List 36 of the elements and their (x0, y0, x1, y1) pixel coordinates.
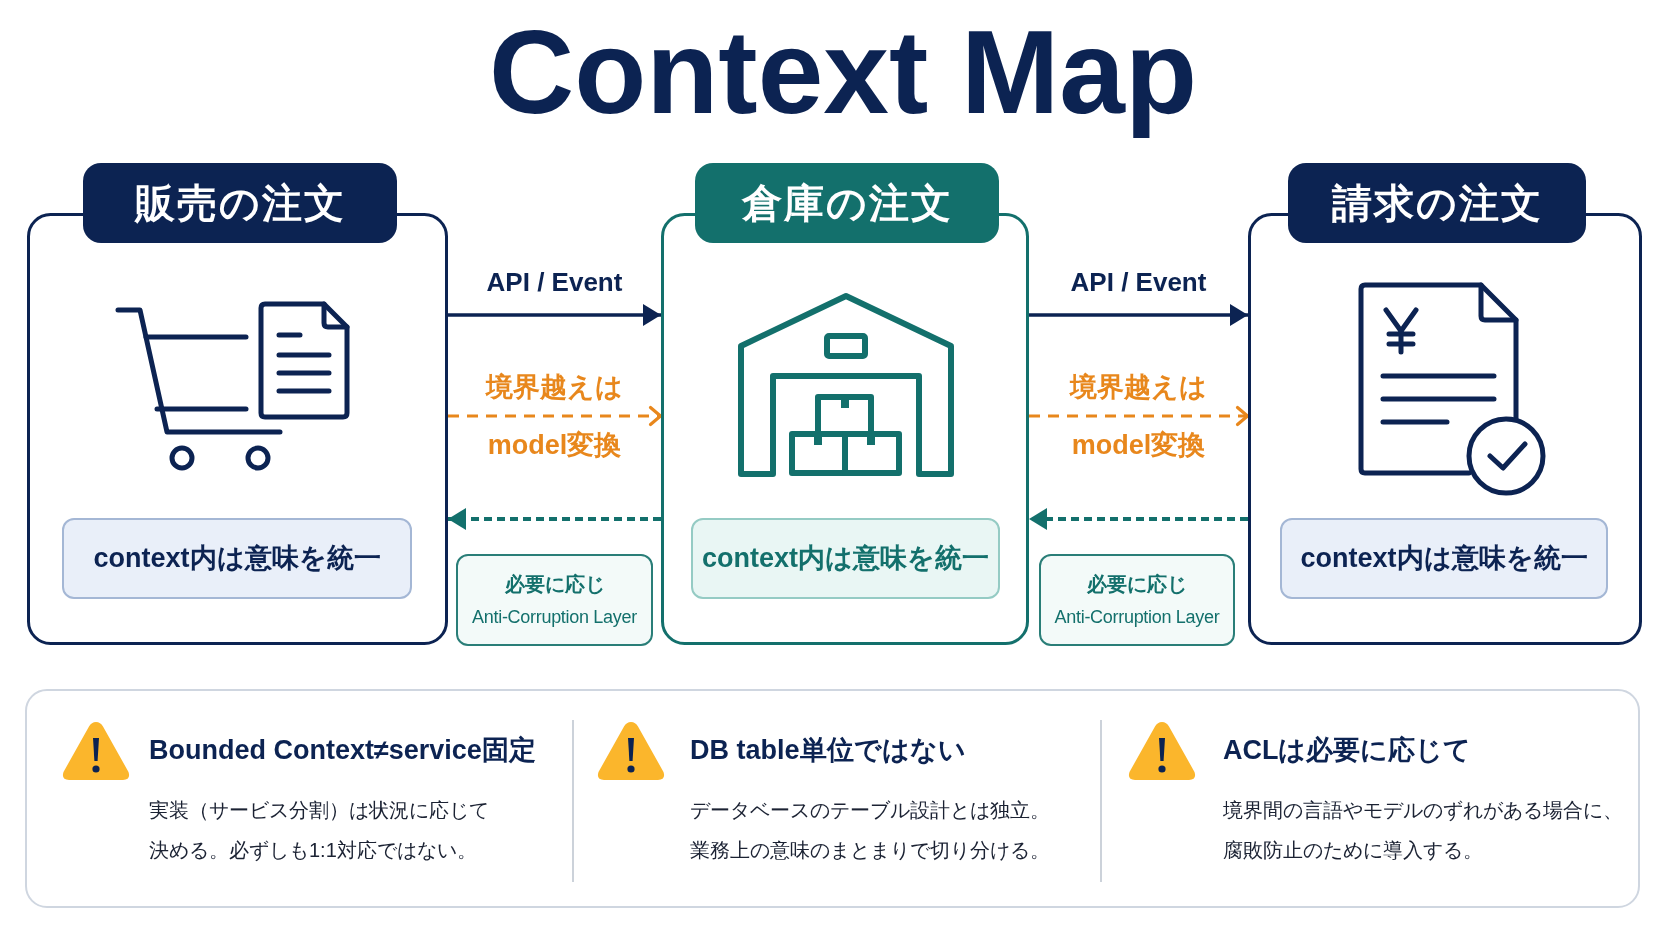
note-heading: ACLは必要に応じて (1223, 737, 1472, 764)
bounded-context-box (661, 163, 1029, 645)
note-text: context内は意味を統一 (93, 545, 381, 572)
dashed-arrow (448, 405, 663, 427)
acl-box (456, 554, 653, 646)
diagram-title: Context Map (489, 5, 1197, 140)
dashed-arrow (448, 508, 661, 530)
context-title: 倉庫の注文 (741, 183, 953, 223)
context-title: 販売の注文 (134, 183, 346, 223)
note-heading: DB table単位ではない (690, 737, 966, 764)
edge-label: API / Event (486, 269, 623, 295)
notes-panel (25, 689, 1640, 908)
note-text: データベースのテーブル設計とは独立。業務上の意味のまとまりで切り分ける。 (690, 798, 1051, 863)
edge-label: 境界越えは model変換 (1068, 371, 1208, 462)
note-box (1280, 518, 1608, 599)
bounded-context-box (1248, 163, 1642, 645)
note-box (62, 518, 412, 599)
layer-label: Anti-Corruption Layer (472, 608, 637, 626)
arrow (1029, 304, 1248, 326)
note-text: 必要に応じ (1087, 574, 1187, 594)
acl-box (1039, 554, 1235, 646)
edge-label: 境界越えは model変換 (484, 371, 624, 462)
arrow (448, 304, 661, 326)
note-text: 必要に応じ (504, 574, 605, 594)
bounded-context-box (27, 163, 448, 645)
edge-label: API / Event (1070, 269, 1207, 295)
note-text: 実装（サービス分割）は状況に応じて決める。必ずしも1:1対応ではない。 (149, 798, 490, 863)
note-box (691, 518, 1000, 599)
dashed-arrow (1029, 405, 1250, 427)
layer-label: Anti-Corruption Layer (1054, 608, 1220, 626)
note-heading: Bounded Context≠service固定 (149, 737, 536, 764)
note-text: context内は意味を統一 (702, 545, 989, 572)
note-text: 境界間の言語やモデルのずれがある場合に、腐敗防止のために導入する。 (1223, 798, 1624, 863)
context-title: 請求の注文 (1331, 183, 1543, 223)
dashed-arrow (1029, 508, 1248, 530)
note-text: context内は意味を統一 (1300, 545, 1588, 572)
